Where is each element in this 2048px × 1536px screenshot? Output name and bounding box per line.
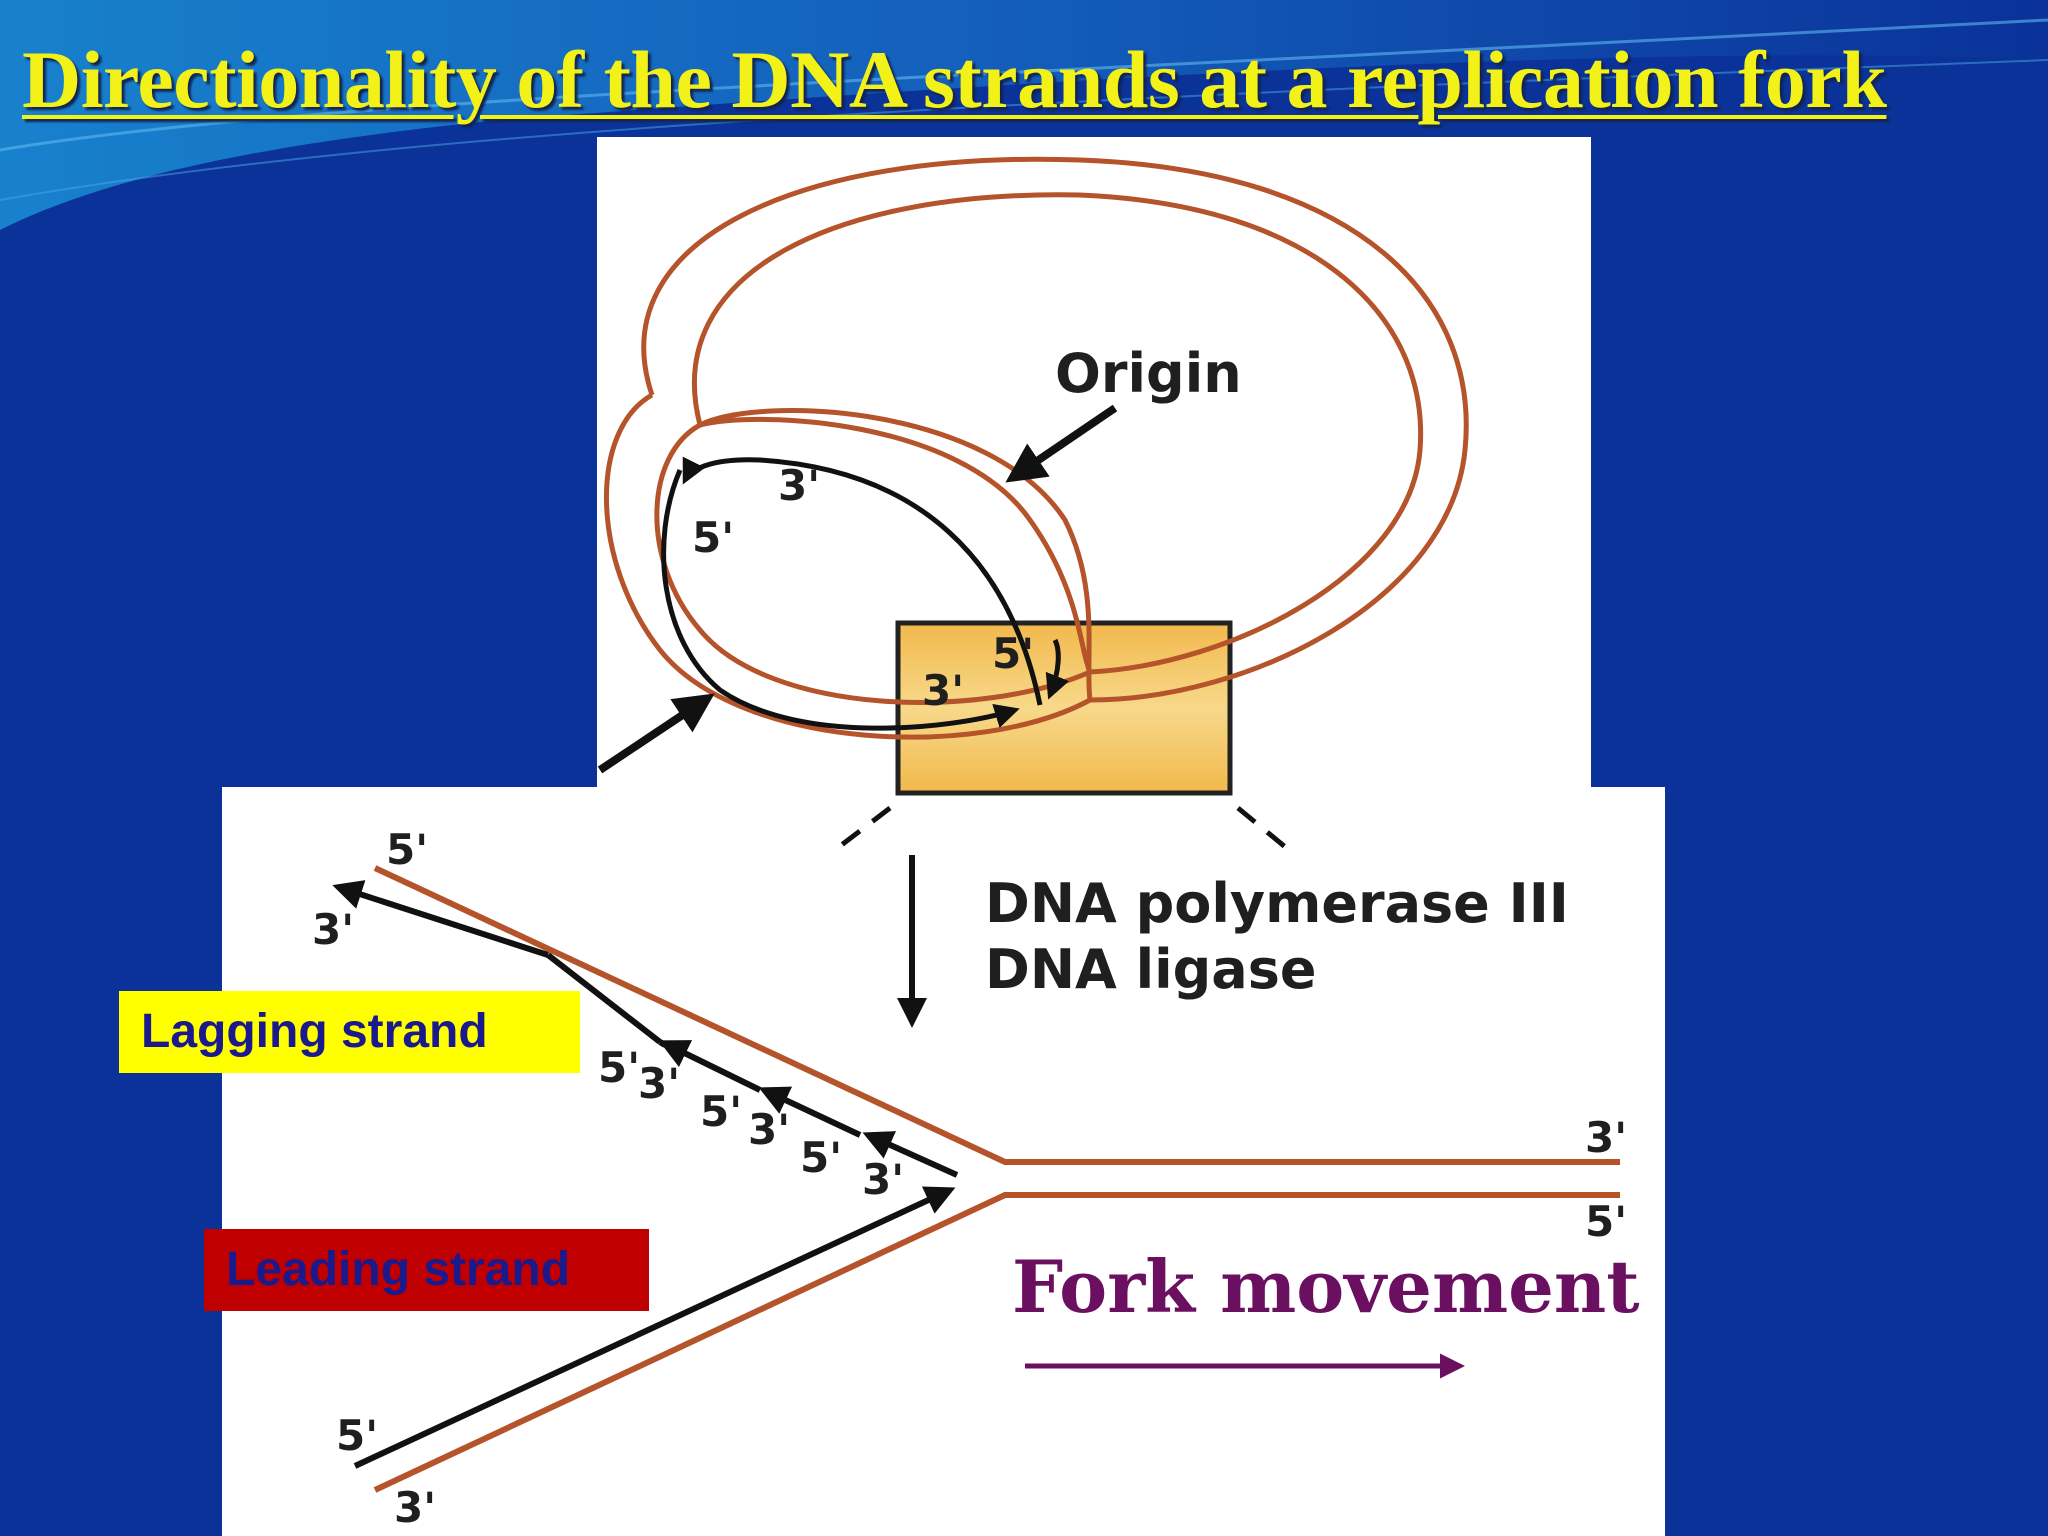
bubble-new-strands <box>661 456 1070 731</box>
fork-5prime-top: 5' <box>386 825 428 874</box>
fork-3prime-right: 3' <box>1585 1113 1627 1162</box>
lagging-fragments <box>332 880 959 1178</box>
lagging-strand-label: Lagging strand <box>119 991 580 1073</box>
fork-5prime-right: 5' <box>1585 1197 1627 1246</box>
bubble-3prime-box: 3' <box>922 666 964 715</box>
fork-5prime-bottom: 5' <box>336 1411 378 1460</box>
circular-chromosome <box>641 156 1469 703</box>
leading-strand-label: Leading strand <box>204 1229 649 1311</box>
slide-title: Directionality of the DNA strands at a r… <box>22 34 1887 125</box>
bubble-pointer-arrow <box>597 693 715 774</box>
okazaki-3prime-3: 3' <box>862 1155 904 1204</box>
bubble-3prime-top: 3' <box>778 461 820 510</box>
replication-bubble <box>604 392 1093 740</box>
enzyme-polymerase-label: DNA polymerase III <box>985 872 1569 935</box>
zoom-line-right <box>1236 806 1297 857</box>
okazaki-3prime-1: 3' <box>638 1059 680 1108</box>
bubble-5prime-left: 5' <box>692 513 734 562</box>
okazaki-5prime-1: 5' <box>598 1043 640 1092</box>
leading-strand-line <box>353 1186 956 1469</box>
fork-parental-strands <box>373 865 1620 1493</box>
zoom-box <box>895 620 1233 796</box>
okazaki-3prime-2: 3' <box>748 1105 790 1154</box>
origin-arrow <box>1005 404 1118 483</box>
enzyme-ligase-label: DNA ligase <box>985 938 1317 1001</box>
origin-label: Origin <box>1055 342 1242 405</box>
okazaki-5prime-2: 5' <box>700 1087 742 1136</box>
fork-movement-label: Fork movement <box>1012 1244 1640 1329</box>
okazaki-5prime-3: 5' <box>800 1133 842 1182</box>
bubble-5prime-box: 5' <box>992 629 1034 678</box>
fork-3prime-bottom: 3' <box>394 1483 436 1532</box>
fork-3prime-top: 3' <box>312 905 354 954</box>
zoom-line-left <box>833 806 892 852</box>
